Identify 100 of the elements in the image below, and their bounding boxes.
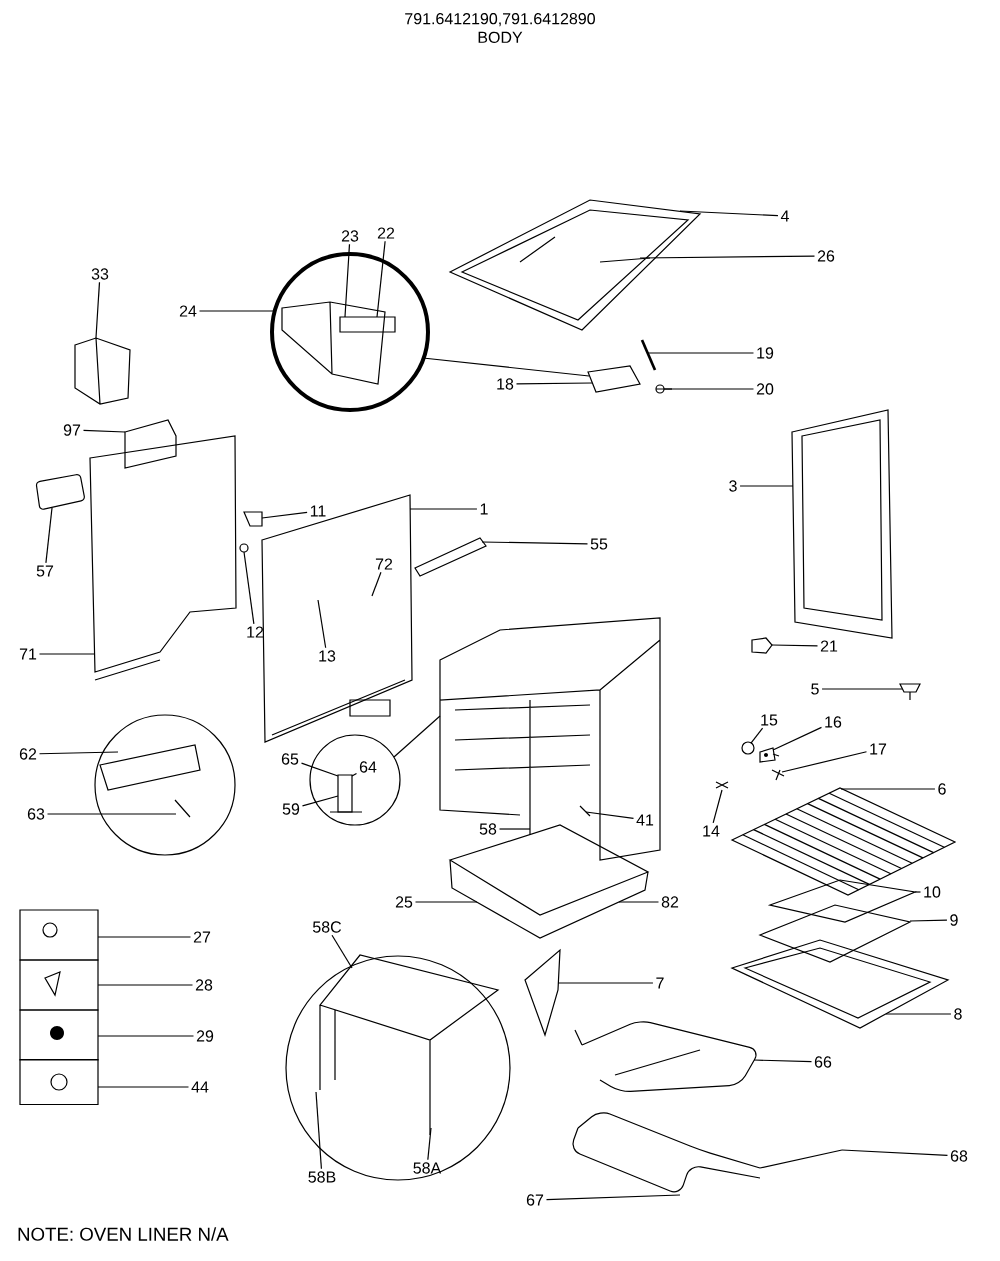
callout-number: 16	[825, 716, 842, 728]
callout-number: 14	[703, 825, 720, 837]
leader-line	[840, 788, 936, 790]
heating-element-drawing	[572, 1112, 843, 1193]
leader-line	[639, 255, 816, 259]
knob-drawing	[899, 683, 921, 701]
parts-cell	[19, 959, 99, 1011]
leader-line	[38, 751, 119, 755]
callout-number: 97	[63, 424, 81, 436]
back-panel-drawing	[89, 435, 237, 681]
callout-number: 7	[656, 977, 664, 989]
callout-number: 58B	[308, 1171, 336, 1183]
detail-circle-drawing	[285, 954, 511, 1181]
leader-line	[753, 1059, 813, 1063]
heating-element-drawing	[574, 1021, 757, 1092]
leader-line	[97, 1086, 190, 1088]
ball-drawing	[741, 741, 755, 755]
leader-line	[371, 571, 382, 597]
callout-number: 17	[870, 743, 887, 755]
oven-body-drawing	[439, 617, 661, 861]
clip-drawing	[587, 365, 641, 393]
leader-line	[771, 644, 819, 647]
leader-line	[679, 210, 779, 217]
pin-drawing	[771, 769, 785, 781]
leader-line	[739, 485, 794, 487]
screw-drawing	[239, 543, 249, 553]
title: 791.6412190,791.6412890 BODY	[405, 13, 595, 43]
callout-number: 3	[729, 480, 737, 492]
callout-number: 66	[814, 1056, 832, 1068]
callout-number: 63	[27, 808, 45, 820]
leader-line	[909, 919, 948, 922]
panel-drawing	[261, 494, 413, 743]
callout-number: 23	[341, 230, 359, 242]
callout-number: 68	[950, 1150, 968, 1162]
callout-number: 58C	[312, 921, 342, 933]
leader-line	[344, 243, 351, 318]
strip-drawing	[414, 537, 487, 577]
detail-line	[393, 715, 441, 758]
leader-line	[481, 541, 589, 545]
leader-line	[841, 1149, 949, 1156]
callout-number: 19	[757, 347, 774, 359]
leader-line	[97, 984, 194, 986]
leader-line	[317, 599, 327, 649]
side-panel-drawing	[791, 409, 893, 639]
callout-number: 55	[590, 538, 608, 550]
leader-line	[315, 1091, 322, 1170]
leader-line	[885, 1013, 952, 1015]
callout-number: 71	[19, 648, 37, 660]
parts-cell	[19, 909, 99, 961]
leader-line	[82, 429, 126, 433]
parts-cell	[19, 1009, 99, 1061]
leader-line	[45, 507, 53, 564]
detail-circle-drawing	[270, 252, 430, 412]
callout-number: 18	[497, 378, 514, 390]
callout-number: 67	[526, 1194, 544, 1206]
callout-number: 6	[938, 783, 946, 795]
leader-line	[655, 388, 755, 390]
note: NOTE: OVEN LINER N/A	[18, 1227, 229, 1241]
callout-number: 15	[761, 714, 778, 726]
leader-line	[38, 653, 95, 655]
clip-drawing	[715, 781, 729, 789]
callout-number: 5	[811, 683, 819, 695]
leader-line	[198, 310, 276, 312]
callout-number: 28	[195, 979, 213, 991]
callout-number: 57	[36, 565, 54, 577]
leader-line	[545, 1194, 681, 1201]
detail-circle-drawing	[94, 714, 236, 856]
callout-number: 24	[179, 305, 197, 317]
leader-line	[46, 813, 177, 815]
leader-line	[750, 727, 764, 744]
leader-line	[585, 811, 635, 820]
leader-line	[772, 726, 823, 751]
callout-number: 62	[19, 748, 37, 760]
leader-line	[409, 508, 478, 510]
leader-line	[351, 772, 358, 777]
leader-line	[414, 901, 478, 903]
bracket-drawing	[74, 337, 131, 405]
hinge-drawing	[759, 747, 780, 763]
callout-number: 26	[817, 250, 835, 262]
callout-number: 65	[281, 753, 299, 765]
callout-number: 9	[950, 914, 958, 926]
callout-number: 82	[661, 896, 679, 908]
callout-number: 29	[196, 1030, 214, 1042]
leader-line	[427, 1127, 432, 1161]
drawer-drawing	[731, 939, 950, 1029]
clip-drawing	[243, 511, 263, 527]
callout-number: 33	[91, 268, 109, 280]
leader-line	[647, 352, 755, 354]
callout-number: 22	[377, 227, 395, 239]
callout-number: 59	[282, 803, 300, 815]
leader-line	[331, 934, 353, 969]
leader-line	[301, 795, 339, 807]
callout-number: 8	[954, 1008, 962, 1020]
callout-number: 10	[924, 886, 941, 898]
clip-drawing	[751, 637, 773, 654]
leader-line	[97, 936, 192, 938]
leader-line	[97, 1035, 195, 1037]
callout-number: 21	[820, 640, 838, 652]
leader-line	[618, 901, 660, 903]
leader-line	[781, 751, 868, 773]
